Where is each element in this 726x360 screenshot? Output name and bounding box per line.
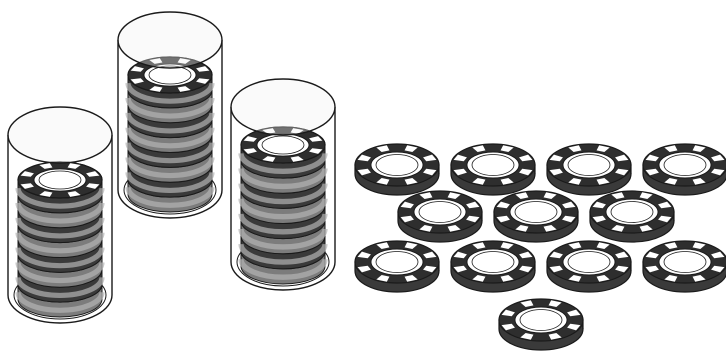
poker-chip-icon — [451, 144, 535, 195]
poker-chip-icon — [547, 241, 631, 292]
poker-chip-icon — [499, 299, 583, 350]
poker-chip-icon — [643, 144, 726, 195]
right-cylinder — [231, 79, 335, 290]
poker-chip-icon — [451, 241, 535, 292]
top-chip — [18, 162, 102, 198]
poker-chip-icon — [494, 191, 578, 242]
poker-chip-icon — [355, 241, 439, 292]
poker-chip-icon — [547, 144, 631, 195]
poker-chip-icon — [643, 241, 726, 292]
loose-chips-group — [355, 144, 726, 350]
poker-chip-icon — [398, 191, 482, 242]
back-cylinder — [118, 12, 222, 218]
left-cylinder — [8, 107, 112, 323]
cylinder-group — [8, 12, 335, 323]
poker-chip-icon — [355, 144, 439, 195]
poker-chip-icon — [590, 191, 674, 242]
